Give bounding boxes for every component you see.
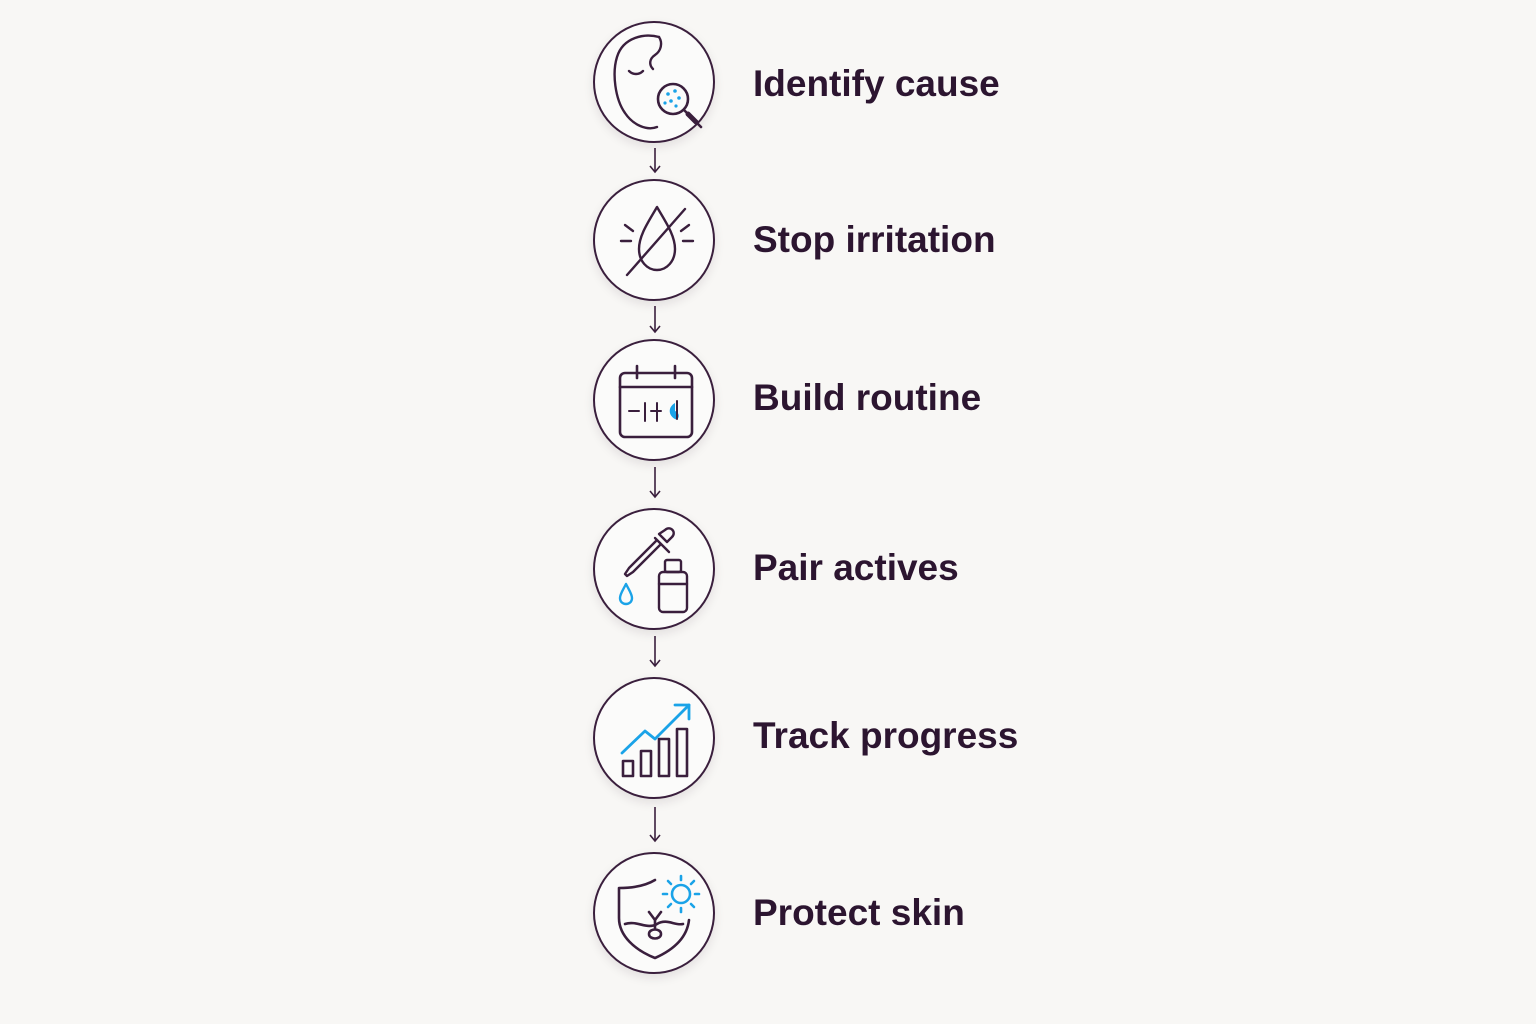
step-pair-actives — [593, 508, 715, 630]
step-track-progress — [593, 677, 715, 799]
step-build-routine — [593, 339, 715, 461]
flow-arrow — [644, 304, 666, 336]
flow-arrow — [644, 805, 666, 845]
calendar-icon — [618, 364, 694, 439]
step-identify-cause — [593, 21, 715, 143]
step-label-stop-irritation: Stop irritation — [753, 219, 996, 260]
shield-sun-icon — [617, 874, 701, 960]
flow-arrow — [644, 465, 666, 501]
step-label-identify-cause: Identify cause — [753, 63, 1000, 104]
step-label-build-routine: Build routine — [753, 377, 982, 418]
growth-chart-icon — [620, 703, 691, 778]
crossed-drop-icon — [619, 205, 695, 277]
dropper-bottle-icon — [618, 527, 689, 614]
flow-arrow — [644, 146, 666, 176]
step-label-pair-actives: Pair actives — [753, 547, 959, 588]
step-protect-skin — [593, 852, 715, 974]
face-magnifier-icon — [613, 34, 703, 130]
flow-arrow — [644, 634, 666, 670]
step-label-track-progress: Track progress — [753, 715, 1019, 756]
step-label-protect-skin: Protect skin — [753, 892, 965, 933]
step-stop-irritation — [593, 179, 715, 301]
